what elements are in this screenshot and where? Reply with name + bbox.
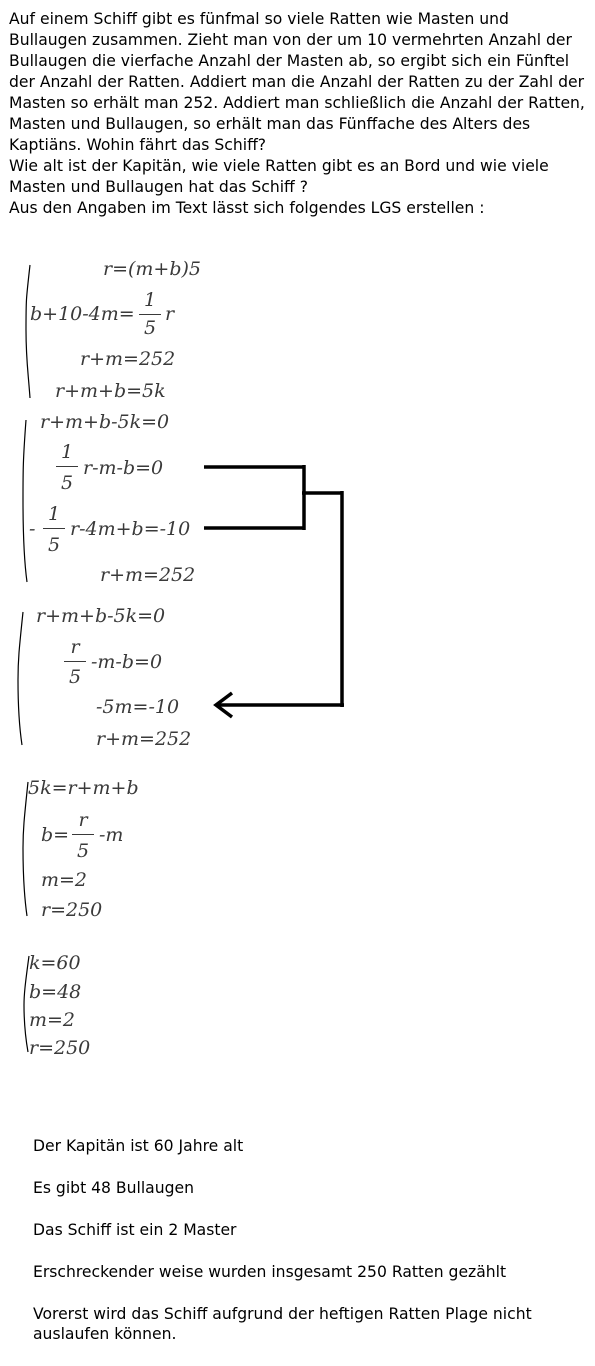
- s3-eq2-denominator: 5: [68, 666, 82, 688]
- s1-eq2-denominator: 5: [143, 317, 157, 339]
- s2-eq3-fraction-bar: [43, 528, 65, 530]
- s2-eq4: r+m=252: [100, 564, 196, 586]
- brace-system-1: [25, 264, 31, 399]
- s4-eq2-denominator: 5: [76, 840, 90, 862]
- answer-conclusion: Vorerst wird das Schiff aufgrund der hef…: [33, 1305, 532, 1343]
- s3-eq2-numerator: r: [70, 636, 80, 658]
- s3-eq1: r+m+b-5k=0: [36, 605, 166, 627]
- brace-system-4: [22, 781, 29, 917]
- s1-eq4: r+m+b=5k: [55, 380, 166, 402]
- s3-eq4: r+m=252: [96, 728, 192, 750]
- s1-eq2-left: b+10-4m=: [30, 303, 135, 325]
- answer-portholes: Es gibt 48 Bullaugen: [33, 1179, 194, 1197]
- s2-eq2-right: r-m-b=0: [83, 457, 164, 479]
- s1-eq1: r=(m+b)5: [103, 258, 202, 280]
- answer-masts: Das Schiff ist ein 2 Master: [33, 1221, 237, 1239]
- answer-rats: Erschreckender weise wurden insgesamt 25…: [33, 1263, 507, 1281]
- s1-eq3: r+m=252: [80, 348, 176, 370]
- answer-captain-age: Der Kapitän ist 60 Jahre alt: [33, 1137, 244, 1155]
- brace-system-5: [23, 955, 30, 1053]
- s5-eq3: m=2: [29, 1009, 76, 1031]
- brace-system-3: [17, 611, 24, 746]
- lgs-intro: Aus den Angaben im Text lässt sich folge…: [9, 199, 485, 217]
- s2-eq1: r+m+b-5k=0: [40, 411, 170, 433]
- answer-list: Der Kapitän ist 60 Jahre alt Es gibt 48 …: [33, 1136, 593, 1366]
- s5-eq4: r=250: [29, 1037, 91, 1059]
- problem-question: Wie alt ist der Kapitän, wie viele Ratte…: [9, 157, 549, 196]
- s3-eq2-right: -m-b=0: [91, 651, 163, 673]
- s1-eq2-right: r: [165, 303, 175, 325]
- s3-eq2-fraction-bar: [64, 661, 86, 663]
- s3-eq3: -5m=-10: [96, 696, 180, 718]
- s4-eq2-left: b=: [41, 824, 70, 846]
- s2-eq3-numerator: 1: [47, 503, 61, 525]
- s2-eq2-numerator: 1: [60, 441, 74, 463]
- problem-paragraph: Auf einem Schiff gibt es fünfmal so viel…: [9, 10, 585, 154]
- s2-eq2-denominator: 5: [60, 472, 74, 494]
- problem-statement: Auf einem Schiff gibt es fünfmal so viel…: [9, 9, 591, 219]
- s4-eq4: r=250: [41, 899, 103, 921]
- s4-eq1: 5k=r+m+b: [28, 777, 139, 799]
- s5-eq1: k=60: [29, 952, 81, 974]
- s5-eq2: b=48: [29, 981, 82, 1003]
- merge-arrow: [204, 465, 344, 719]
- s2-eq3-denominator: 5: [47, 534, 61, 556]
- s4-eq2-numerator: r: [78, 809, 88, 831]
- s4-eq2-fraction-bar: [72, 834, 94, 836]
- s4-eq2-right: -m: [99, 824, 124, 846]
- s2-eq3-right: r-4m+b=-10: [70, 518, 191, 540]
- s1-eq2-numerator: 1: [143, 289, 157, 311]
- brace-system-2: [22, 419, 28, 583]
- s4-eq3: m=2: [41, 869, 88, 891]
- s2-eq2-fraction-bar: [56, 466, 78, 468]
- s1-eq2-fraction-bar: [139, 314, 161, 316]
- s2-eq3-sign: -: [29, 518, 36, 540]
